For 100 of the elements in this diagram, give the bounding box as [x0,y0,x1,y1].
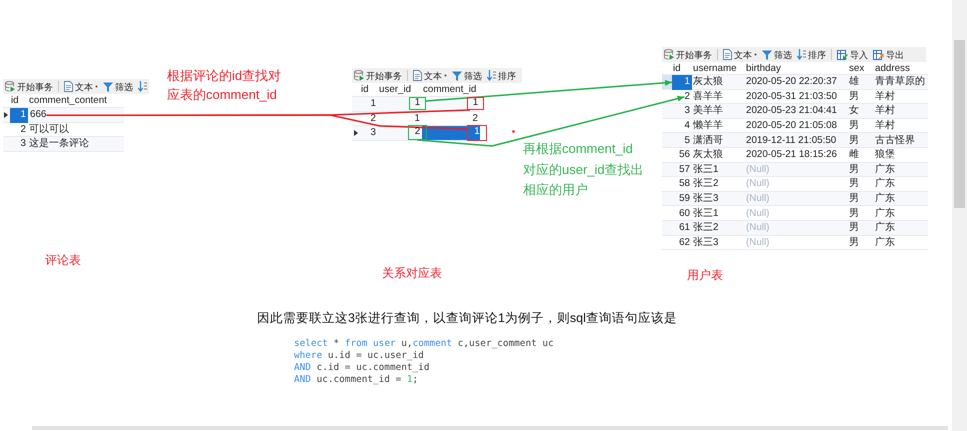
cell-value: 狼堡 [875,149,895,162]
cell-value: 2020-05-20 21:05:08 [746,120,837,132]
cell-value: 62 [679,236,690,249]
cell-value: (Null) [746,164,770,176]
cell-value: 2020-05-31 21:03:50 [746,90,837,103]
cell-value: 男 [849,164,859,176]
toolbar-label: 开始事务 [676,48,712,60]
cell-value: 雄 [849,76,859,88]
code-line: select * from user u,comment c,user_comment uc [294,338,554,350]
code-line: AND uc.comment_id = 1; [294,374,418,386]
column-header: username [693,62,737,74]
toolbar-label: 开始事务 [366,70,402,82]
cell-value: 1 [370,98,376,110]
cell-value: 张三2 [693,178,718,190]
toolbar-label: 导出 [886,48,904,60]
cell-value: 56 [679,149,690,162]
highlight-box: 1 [409,97,426,110]
cell-value: 张三3 [693,236,718,249]
cell-value: 女 [849,105,859,118]
connector-line [46,114,468,130]
cell-value: 可以可以 [29,124,69,136]
cell-value: 灰太狼 [693,76,723,88]
cell-value: (Null) [746,222,770,234]
cell-value: 青青草原的 [875,76,925,88]
column-header: id [361,84,369,96]
cell-value: 3 [20,138,26,150]
cell-value: 这是一条评论 [29,138,89,150]
toolbar-label: 开始事务 [17,80,53,92]
cell-value: 张三3 [693,193,718,206]
arrow [426,80,672,102]
cell-value: 广东 [875,193,895,206]
highlight-box: 2 [408,125,427,140]
cell-value: 灰太狼 [693,149,723,162]
column-header: address [875,62,910,74]
cell-value: 懒羊羊 [693,120,723,132]
cell-value: 男 [849,178,859,190]
cell-value: 男 [849,193,859,206]
cell-value: 3 [684,105,690,118]
cell-value: 男 [849,236,859,249]
cell-value: 羊村 [875,105,895,118]
cell-value: 1 [414,112,420,125]
table-caption: 关系对应表 [382,266,442,280]
column-header: comment_id [423,84,476,96]
cell-value: 广东 [875,236,895,249]
cell-value: 男 [849,120,859,132]
cell-value: 男 [849,222,859,234]
cell-value: 58 [679,178,690,190]
cell-value: 美羊羊 [693,105,723,118]
cell-value: 2020-05-23 21:04:41 [746,105,837,118]
highlight-box: 1 [467,125,487,141]
cell-value: (Null) [746,178,770,190]
highlight-box: 1 [467,97,484,110]
table-caption: 评论表 [45,253,81,267]
toolbar-label: 排序 [498,70,516,82]
toolbar-label: 文本 [424,70,442,82]
cell-value: 57 [679,164,690,176]
cell-value: 古古怪界 [875,134,915,147]
cell-value: 60 [679,208,690,220]
cell-value: 张三1 [693,164,718,176]
cell-value: 2 [20,124,26,136]
cell-value: 2 [472,112,478,125]
cell-value: 男 [849,134,859,147]
cell-value: (Null) [746,208,770,220]
column-header: birthday [746,62,781,74]
cell-value: 广东 [875,164,895,176]
cell-value: 广东 [875,178,895,190]
code-line: where u.id = uc.user_id [294,350,424,362]
cell-value: 5 [684,134,690,147]
arrow [417,96,685,147]
column-header: sex [849,62,864,74]
cell-value: 666 [30,109,46,122]
column-header: id [11,95,19,107]
cell-value: 2019-12-11 21:05:50 [746,134,836,147]
selected-cell: 1 [672,75,692,90]
toolbar-label: 筛选 [774,48,792,60]
cell-value: 4 [684,120,690,132]
cell-value: 羊村 [875,120,895,132]
cell-value: 61 [679,222,690,234]
annotation: 再根据comment_id对应的user_id查找出相应的用户 [523,140,644,199]
toolbar-label: 文本 [734,48,752,60]
toolbar-label: 筛选 [464,70,482,82]
cell-value: 男 [849,208,859,220]
annotation: 根据评论的id查找对应表的comment_id [167,66,282,104]
cell-value: 张三1 [693,208,718,220]
cell-value: 2 [684,90,690,103]
cell-value: 潇洒哥 [693,134,723,147]
cell-value: 雌 [849,149,859,162]
toolbar-label: 筛选 [115,80,133,92]
cell-value: 喜羊羊 [693,90,723,103]
sentence: 因此需要联立这3张进行查询，以查询评论1为例子，则sql查询语句应该是 [257,310,677,326]
cell-value: 羊村 [875,90,895,103]
cell-value: 广东 [875,222,895,234]
toolbar-label: 导入 [850,48,868,60]
code-line: AND c.id = uc.comment_id [294,362,430,374]
cell-value: 3 [370,127,376,140]
column-header: id [673,62,681,74]
cell-value: (Null) [746,236,770,249]
cell-value: 2020-05-20 22:20:37 [746,76,837,88]
cell-value: 2 [370,112,376,125]
toolbar-label: 排序 [808,48,826,60]
